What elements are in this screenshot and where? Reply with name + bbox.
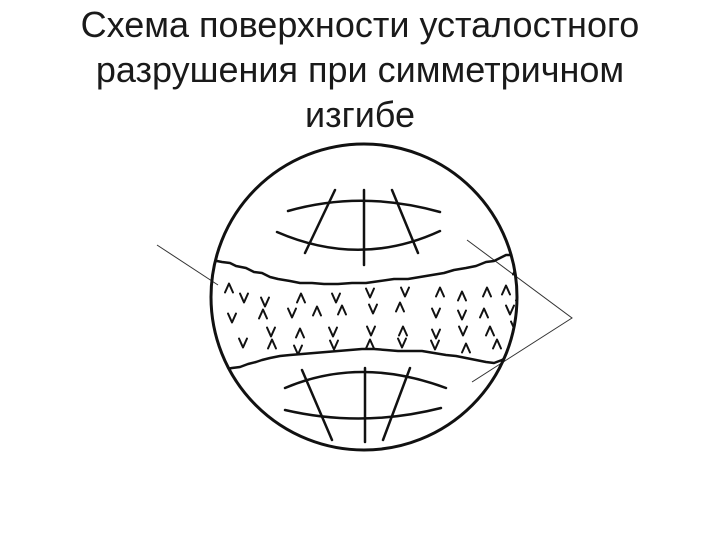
pointer-lines bbox=[156, 239, 573, 383]
chevron-mark bbox=[258, 308, 268, 320]
chevron-mark bbox=[400, 286, 410, 298]
chevron-mark bbox=[312, 305, 322, 317]
chevron-mark bbox=[238, 337, 248, 349]
chevron-mark bbox=[492, 338, 502, 350]
chevron-mark bbox=[366, 325, 376, 337]
chevron-mark bbox=[485, 325, 495, 337]
top-ray-right bbox=[390, 188, 420, 255]
chevron-mark bbox=[397, 337, 407, 349]
chevron-mark bbox=[329, 339, 339, 351]
chevron-mark bbox=[479, 307, 489, 319]
band-lower-edge bbox=[220, 347, 514, 372]
chevron-mark bbox=[331, 292, 341, 304]
chevron-mark bbox=[457, 309, 467, 321]
chevron-mark bbox=[337, 304, 347, 316]
chevron-mark bbox=[458, 325, 468, 337]
chevron-mark bbox=[365, 287, 375, 299]
bottom-arc-lower bbox=[283, 406, 443, 420]
chevron-mark bbox=[328, 326, 338, 338]
chevron-mark bbox=[267, 338, 277, 350]
chevron-mark bbox=[398, 325, 408, 337]
chevron-mark bbox=[365, 338, 375, 350]
top-arc-lower bbox=[275, 229, 442, 251]
beach-lines bbox=[275, 188, 448, 444]
chevron-mark bbox=[296, 292, 306, 304]
bottom-ray-right bbox=[381, 366, 412, 442]
title-line-2: разрушения при симметричном bbox=[95, 49, 625, 90]
chevron-mark bbox=[224, 282, 234, 294]
right-pointer-lines bbox=[466, 239, 573, 383]
band-upper-edge bbox=[211, 253, 517, 286]
top-ray-left bbox=[303, 188, 337, 255]
chevron-mark bbox=[368, 303, 378, 315]
chevron-mark bbox=[431, 328, 441, 340]
chevron-mark bbox=[227, 312, 237, 324]
chevron-mark bbox=[239, 292, 249, 304]
chevron-mark bbox=[295, 327, 305, 339]
chevron-mark bbox=[430, 339, 440, 351]
chevron-marks bbox=[224, 264, 517, 356]
chevron-mark bbox=[293, 344, 303, 356]
chevron-mark bbox=[482, 286, 492, 298]
left-pointer-line bbox=[156, 244, 219, 286]
slide-title: Схема поверхности усталостного разрушени… bbox=[0, 2, 720, 137]
chevron-mark bbox=[457, 290, 467, 302]
fracture-band bbox=[211, 253, 517, 372]
bottom-ray-left bbox=[300, 368, 334, 442]
chevron-mark bbox=[461, 342, 471, 354]
title-line-3: изгибе bbox=[304, 94, 416, 135]
chevron-mark bbox=[266, 326, 276, 338]
chevron-mark bbox=[505, 304, 515, 316]
chevron-mark bbox=[260, 296, 270, 308]
chevron-mark bbox=[395, 301, 405, 313]
bottom-arc-upper bbox=[283, 370, 448, 390]
title-line-1: Схема поверхности усталостного bbox=[80, 4, 640, 45]
chevron-mark bbox=[287, 307, 297, 319]
chevron-mark bbox=[501, 284, 511, 296]
chevron-mark bbox=[435, 286, 445, 298]
chevron-mark bbox=[431, 307, 441, 319]
specimen-cross-section bbox=[209, 142, 519, 452]
